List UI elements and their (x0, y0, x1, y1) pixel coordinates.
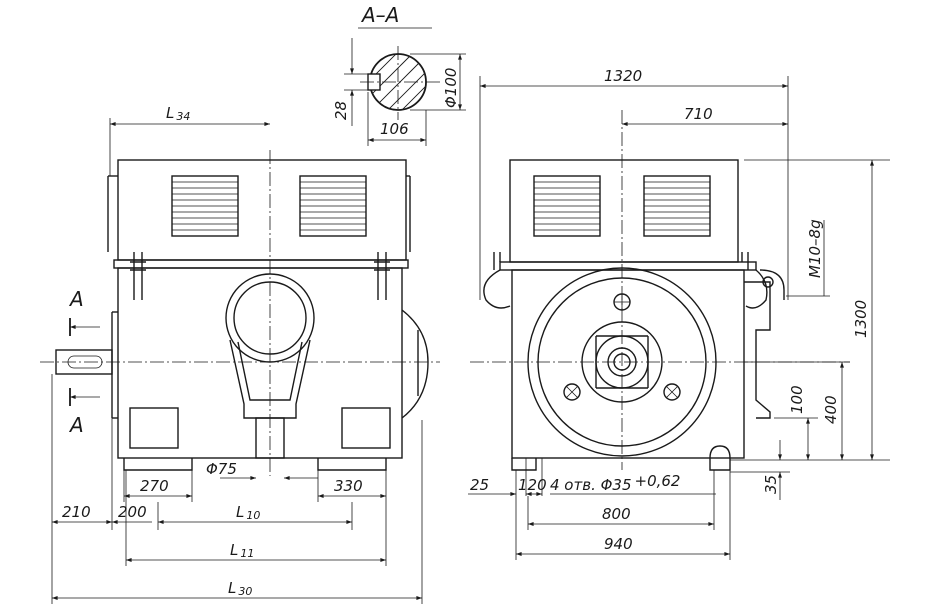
dim-1300: 1300 (852, 300, 870, 338)
dim-phi100: Φ100 (442, 68, 460, 108)
dim-1320: 1320 (604, 67, 642, 85)
front-louver-left (171, 175, 239, 237)
side-louver-right (643, 175, 711, 237)
dim-270: 270 (140, 477, 169, 495)
front-louver-right (299, 175, 367, 237)
dim-400: 400 (822, 395, 840, 424)
side-louver-left (533, 175, 601, 237)
dim-210: 210 (62, 503, 91, 521)
dim-phi75: Φ75 (206, 460, 237, 478)
dim-710: 710 (684, 105, 713, 123)
section-marker-top: A (68, 287, 84, 311)
dim-200: 200 (118, 503, 147, 521)
dim-28: 28 (332, 101, 350, 120)
dim-35: 35 (762, 475, 780, 494)
dim-106: 106 (380, 120, 409, 138)
dim-330: 330 (334, 477, 363, 495)
section-marker-bottom: A (68, 413, 84, 437)
section-a-a: A–A Φ100 28 106 (332, 3, 466, 146)
thread-m10: M10–8g (806, 219, 824, 278)
dim-100: 100 (788, 385, 806, 414)
dim-940: 940 (604, 535, 633, 553)
dim-800: 800 (602, 505, 631, 523)
section-title: A–A (360, 3, 399, 27)
dim-25: 25 (470, 476, 489, 494)
side-view-dimensions: 1320 710 M10–8g 1300 400 100 35 25 120 (468, 67, 890, 560)
holes-note: 4 отв. Φ35+0,62 (550, 472, 680, 494)
dim-120: 120 (518, 476, 547, 494)
side-view (470, 110, 850, 471)
front-view: A A (40, 150, 440, 476)
